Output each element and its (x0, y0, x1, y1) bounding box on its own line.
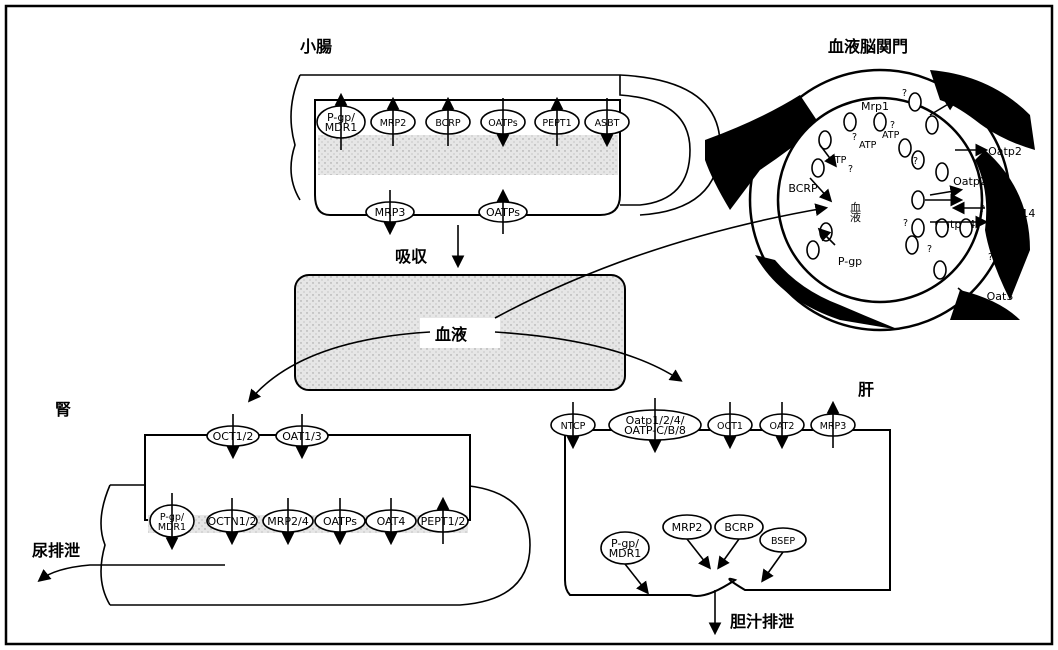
atp-label: ATP (859, 140, 877, 151)
bbb-transporter-label: Oatp2 (988, 145, 1022, 158)
bbb-transporter-label: Mrp1 (861, 100, 889, 113)
bbb-transporter-label: Oat3 (987, 290, 1014, 303)
bbb-transporter-label: BCRP (788, 182, 818, 195)
intestine-cell (291, 75, 720, 215)
atp-label: ATP (882, 130, 900, 141)
label-bbb-blood: 血液 (850, 200, 861, 224)
bbb-transporter-oval (906, 236, 918, 254)
liver-cell (565, 430, 890, 596)
label-absorption: 吸収 (395, 247, 428, 266)
transporter-label: P-gp/MDR1 (609, 537, 642, 560)
transporter: MRP2 (663, 515, 711, 539)
bbb-transporter-oval (909, 93, 921, 111)
label-urine: 尿排泄 (32, 541, 80, 560)
bbb-transporter-oval (912, 191, 924, 209)
bbb-transporter-oval (936, 163, 948, 181)
bbb-transporter-oval (934, 261, 946, 279)
bbb-arrow (930, 100, 955, 115)
unknown-marker: ? (903, 218, 908, 229)
bbb-transporter-oval (844, 113, 856, 131)
bbb-transporter-label: Oatp14 (995, 207, 1036, 220)
unknown-marker: ? (988, 252, 993, 263)
transporter: P-gp/MDR1 (601, 532, 649, 564)
label-blood: 血液 (435, 325, 468, 344)
unknown-marker: ? (980, 204, 985, 215)
unknown-marker: ? (913, 156, 918, 167)
transporter: BCRP (715, 515, 763, 539)
label-bbb: 血液脳関門 (828, 37, 908, 56)
transporter: BSEP (760, 528, 806, 552)
bbb-transporter-oval (899, 139, 911, 157)
label-kidney: 腎 (55, 400, 71, 419)
transporter-label: MRP2 (672, 521, 703, 534)
bbb-transporter-oval (912, 219, 924, 237)
unknown-marker: ? (902, 88, 907, 99)
label-liver: 肝 (858, 380, 874, 399)
unknown-marker: ? (852, 132, 857, 143)
urine-arrow (40, 565, 225, 580)
bbb-transporter-oval (926, 116, 938, 134)
label-intestine: 小腸 (300, 37, 332, 56)
transporter-label: BSEP (771, 536, 795, 547)
transporter-label: BCRP (724, 521, 754, 534)
bbb-transporter-label: P-gp (838, 255, 862, 268)
label-bile: 胆汁排泄 (730, 612, 794, 631)
unknown-marker: ? (890, 120, 895, 131)
bbb-transporter-oval (812, 159, 824, 177)
unknown-marker: ? (927, 244, 932, 255)
bbb-transporter-oval (874, 113, 886, 131)
bbb-transporter-oval (807, 241, 819, 259)
unknown-marker: ? (848, 164, 853, 175)
bbb-transporter-label: Oatp2 (953, 175, 987, 188)
